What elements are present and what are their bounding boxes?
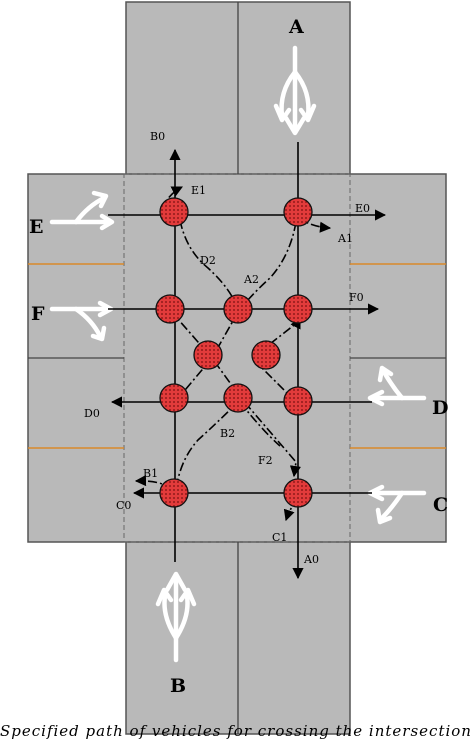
path-label-c1: C1	[272, 531, 287, 544]
path-label-d2: D2	[200, 254, 216, 267]
turn-arrows	[49, 45, 427, 663]
approach-label-e: E	[29, 216, 43, 238]
approach-labels: A B E F D C	[29, 16, 448, 697]
path-label-f0: F0	[349, 291, 364, 304]
approach-label-a: A	[288, 16, 304, 38]
conflict-point	[159, 478, 189, 508]
path-d2-turn	[179, 219, 239, 311]
path-label-f2: F2	[258, 454, 273, 467]
arrow-a-icon	[273, 45, 317, 136]
path-labels: B0 E1 E0 A1 D2 A2 F0 D0 B2 F2 B1 C0 C1 A…	[84, 130, 370, 566]
road-surface	[27, 1, 447, 735]
conflict-point	[283, 478, 313, 508]
approach-label-b: B	[170, 675, 186, 697]
path-label-a2: A2	[243, 273, 259, 286]
conflict-point	[155, 294, 185, 324]
path-label-a0: A0	[303, 553, 319, 566]
conflict-points	[155, 197, 313, 508]
path-label-e1: E1	[191, 184, 206, 197]
approach-label-f: F	[31, 303, 45, 325]
figure-caption: Specified path of vehicles for crossing …	[0, 722, 472, 740]
conflict-point	[159, 383, 189, 413]
arrow-d-icon	[367, 365, 427, 407]
path-label-b2: B2	[220, 427, 235, 440]
conflict-point	[223, 294, 253, 324]
conflict-point	[283, 386, 313, 416]
path-a2-turn	[237, 221, 297, 313]
conflict-point	[251, 340, 281, 370]
approach-label-d: D	[432, 397, 448, 419]
path-label-b1: B1	[143, 467, 158, 480]
path-label-e0: E0	[355, 202, 370, 215]
path-label-b0: B0	[150, 130, 165, 143]
conflict-point	[283, 294, 313, 324]
conflict-point	[223, 383, 253, 413]
conflict-point	[193, 340, 223, 370]
approach-label-c: C	[433, 494, 448, 516]
conflict-point	[159, 197, 189, 227]
path-label-c0: C0	[116, 499, 131, 512]
path-f-left	[169, 309, 301, 478]
path-label-d0: D0	[84, 407, 100, 420]
arrow-b-icon	[155, 571, 197, 663]
arrow-e-icon	[49, 190, 115, 231]
conflict-point	[283, 197, 313, 227]
path-b2-lower	[175, 399, 241, 491]
junction-box	[126, 176, 350, 540]
path-label-a1: A1	[337, 232, 353, 245]
